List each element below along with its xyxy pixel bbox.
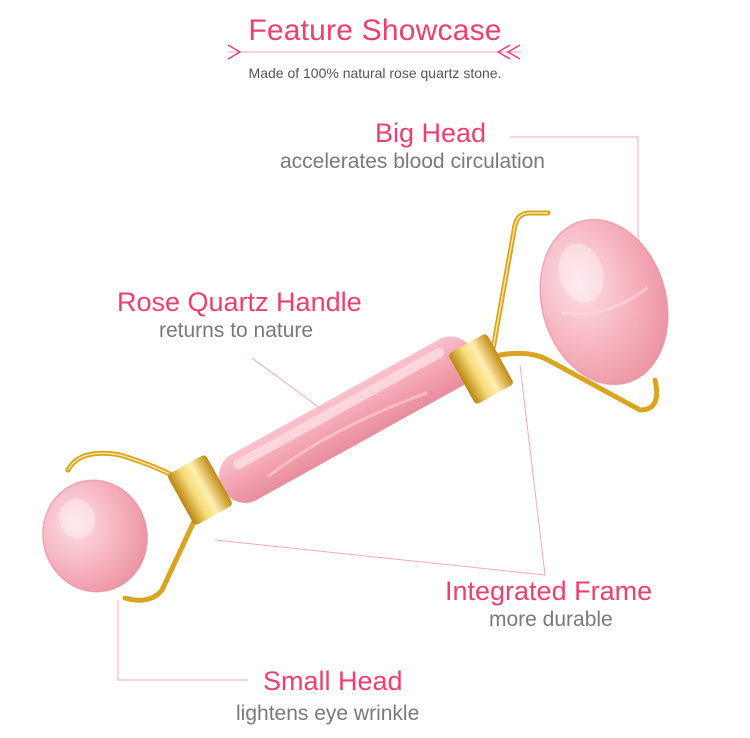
- big-head-title: Big Head: [375, 118, 487, 148]
- left-chevron-icon: [227, 44, 242, 60]
- small-head-title: Small Head: [263, 666, 403, 696]
- leader-lines: [117, 136, 639, 681]
- rose-quartz-handle: [219, 336, 477, 503]
- frame-desc: more durable: [489, 608, 613, 631]
- lower-collar: [168, 455, 232, 525]
- small-head-desc: lightens eye wrinkle: [236, 702, 420, 725]
- handle-desc: returns to nature: [159, 319, 314, 342]
- page-subtitle: Made of 100% natural rose quartz stone.: [248, 65, 502, 81]
- upper-collar: [449, 334, 513, 404]
- title-decoration: [227, 44, 522, 60]
- big-head-desc: accelerates blood circulation: [280, 150, 545, 173]
- small-head-stone: [42, 479, 148, 593]
- big-head-stone: [539, 218, 669, 386]
- frame-title: Integrated Frame: [445, 576, 653, 606]
- handle-title: Rose Quartz Handle: [117, 287, 362, 317]
- page-title: Feature Showcase: [248, 14, 502, 47]
- right-chevron-icon: [496, 44, 511, 60]
